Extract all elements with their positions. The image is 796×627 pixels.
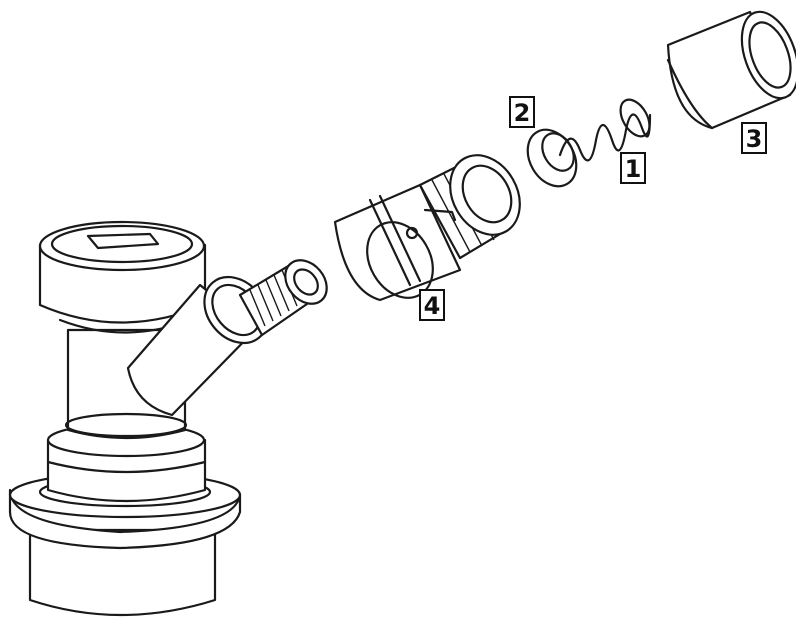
callout-3: 3 (741, 122, 767, 154)
part-1-spring (558, 98, 652, 162)
callout-3-text: 3 (746, 125, 763, 153)
part-3-cap (666, 10, 796, 130)
callout-1: 1 (620, 152, 646, 184)
callout-1-text: 1 (625, 155, 642, 183)
callout-2: 2 (509, 96, 535, 128)
callout-2-text: 2 (514, 99, 531, 127)
part-2-poppet (526, 128, 578, 188)
fitting-body (8, 220, 328, 617)
part-4-housing (333, 154, 521, 302)
callout-4: 4 (419, 289, 445, 321)
callout-4-text: 4 (424, 292, 441, 320)
